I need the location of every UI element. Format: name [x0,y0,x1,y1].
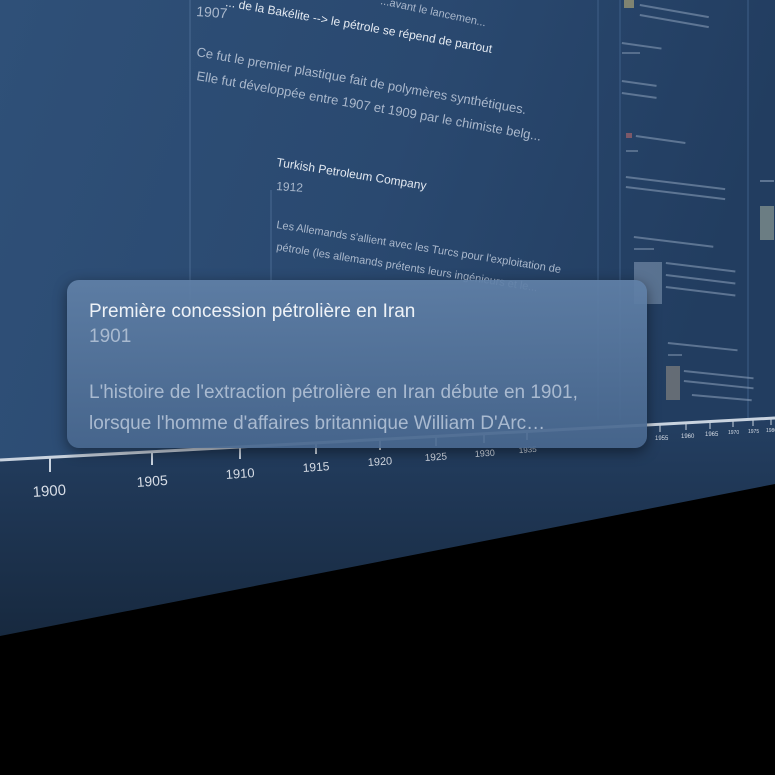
axis-label: 1980 [766,428,775,434]
axis-label: 1960 [681,434,695,440]
axis-label: 1930 [474,448,495,459]
event-thumbnail [760,206,774,240]
timeline-floor [0,418,775,636]
event-flag-icon [626,133,632,138]
event-thumbnail [624,0,634,8]
event-description-line: L'histoire de l'extraction pétrolière en… [89,382,578,403]
axis-label: 1900 [32,482,66,501]
event-year: 1901 [89,326,132,347]
focused-event-card[interactable]: Première concession pétrolière en Iran 1… [67,280,647,448]
event-description: L'histoire de l'extraction pétrolière en… [89,377,625,439]
axis-label: 1970 [728,430,739,436]
axis-label: 1920 [367,455,392,469]
axis-labels: 1900 1905 1910 1915 1920 1925 1930 1935 … [32,428,775,501]
axis-label: 1975 [748,429,759,435]
axis-label: 1935 [519,445,538,455]
axis-label: 1905 [136,472,168,490]
event-title: Première concession pétrolière en Iran [89,301,416,322]
axis-label: 1910 [225,465,255,482]
axis-label: 1965 [705,432,719,438]
axis-label: 1915 [302,459,330,475]
axis-label: 1955 [655,436,669,442]
far-events [621,0,774,402]
axis-label: 1925 [424,451,447,464]
event-year: 1907 [196,3,228,21]
event-thumbnail [666,366,680,400]
event-description-line: lorsque l'homme d'affaires britannique W… [89,413,546,434]
event-year: 1912 [276,179,304,195]
